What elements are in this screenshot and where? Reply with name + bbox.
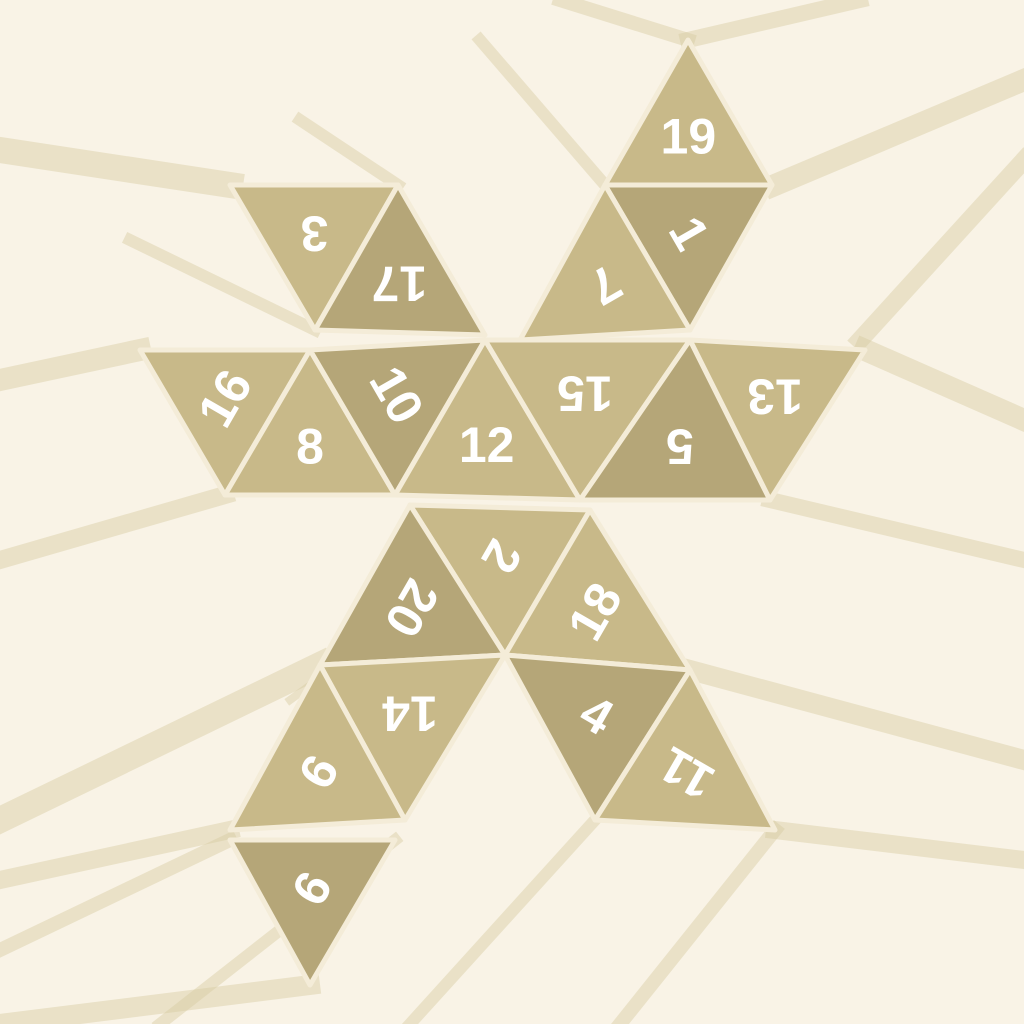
background-streak [678, 0, 870, 50]
face-number: 13 [747, 369, 803, 425]
background-streak [0, 830, 240, 958]
face-number: 17 [372, 255, 428, 311]
die-face: 9 [227, 837, 398, 988]
die-face: 20 [317, 502, 508, 668]
die-face: 10 [307, 337, 488, 498]
background-streak [847, 147, 1024, 353]
face-number: 14 [382, 685, 438, 741]
background-streak [0, 647, 338, 835]
die-face: 13 [687, 337, 868, 503]
background-streak [0, 973, 322, 1024]
die-face: 11 [592, 667, 778, 833]
face-number: 5 [666, 419, 694, 475]
die-face: 7 [517, 182, 693, 343]
face-triangle [517, 182, 693, 343]
face-triangle [687, 337, 868, 503]
background-streak [760, 490, 1024, 569]
face-number: 12 [459, 417, 515, 473]
background-streak [551, 0, 697, 49]
die-face: 9 [227, 662, 408, 833]
die-face: 19 [602, 37, 775, 188]
background-streak [0, 819, 241, 890]
background-streak [764, 819, 1024, 870]
background-streak [760, 68, 1024, 200]
face-number: 19 [661, 109, 717, 165]
face-triangle [227, 662, 408, 833]
background-streak [401, 811, 604, 1024]
face-triangle [312, 182, 488, 338]
background-streak [677, 657, 1024, 771]
face-number: 3 [300, 205, 328, 261]
die-face: 14 [317, 652, 508, 823]
background-streak [850, 335, 1024, 433]
background-streak [0, 483, 237, 570]
background-streak [0, 136, 245, 200]
background-streak [291, 111, 407, 194]
die-face: 16 [137, 347, 313, 498]
face-number: 8 [296, 419, 324, 475]
face-triangle [227, 837, 398, 988]
background-streak [0, 336, 154, 392]
background-streak [611, 820, 785, 1024]
face-triangle [592, 667, 778, 833]
die-face: 17 [312, 182, 488, 338]
face-number: 15 [557, 365, 613, 421]
background-streak [471, 31, 614, 194]
background-streak [121, 231, 324, 339]
